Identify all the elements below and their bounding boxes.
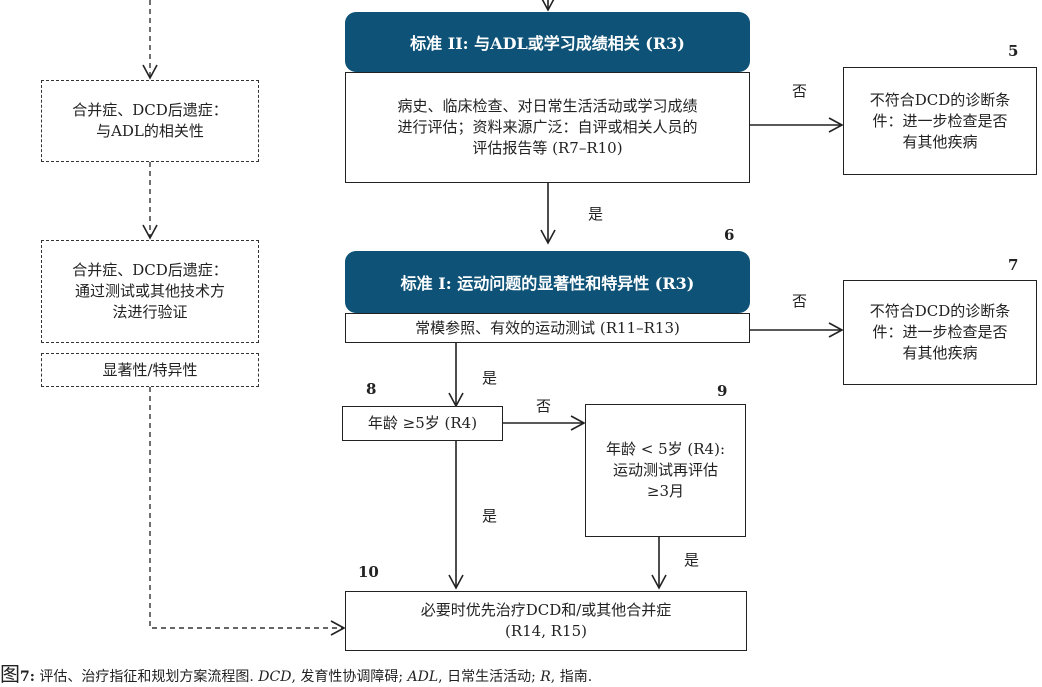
- age-under-5-box: 年龄 < 5岁 (R4): 运动测试再评估 ≥3月: [585, 404, 746, 537]
- caption-abbr-adl: ADL: [407, 669, 439, 685]
- treatment-box: 必要时优先治疗DCD和/或其他合并症 (R14, R15): [345, 591, 747, 651]
- caption-number: 7:: [20, 669, 35, 685]
- criterion-1-header: 标准 I: 运动问题的显著性和特异性 (R3): [345, 251, 750, 313]
- criterion-2-header: 标准 II: 与ADL或学习成绩相关 (R3): [345, 12, 750, 72]
- caption-text-2: , 发育性协调障碍;: [291, 669, 408, 685]
- caption-abbr-dcd: DCD: [258, 669, 292, 685]
- step-number-10: 10: [358, 563, 379, 581]
- label-yes-crit1: 是: [482, 369, 498, 387]
- left-box-adl-relevance: 合并症、DCD后遗症： 与ADL的相关性: [41, 80, 259, 162]
- criterion-2-body: 病史、临床检查、对日常生活活动或学习成绩 进行评估；资料来源广泛：自评或相关人员…: [345, 72, 750, 183]
- label-no-crit2: 否: [792, 82, 808, 100]
- figure-caption: 图7: 评估、治疗指征和规划方案流程图. DCD, 发育性协调障碍; ADL, …: [0, 658, 592, 687]
- caption-text-4: , 指南.: [550, 669, 593, 685]
- left-box-verification: 合并症、DCD后遗症： 通过测试或其他技术方 法进行验证: [41, 240, 259, 343]
- age-check-box: 年龄 ≥5岁 (R4): [342, 406, 503, 441]
- left-box-significance: 显著性/特异性: [41, 353, 259, 387]
- step-number-8: 8: [366, 380, 377, 398]
- caption-abbr-r: R: [540, 669, 551, 685]
- step-number-6: 6: [724, 226, 735, 244]
- caption-text-1: 评估、治疗指征和规划方案流程图.: [34, 669, 259, 685]
- outcome-5-box: 不符合DCD的诊断条 件：进一步检查是否 有其他疾病: [843, 67, 1037, 175]
- criterion-1-body: 常模参照、有效的运动测试 (R11–R13): [345, 313, 750, 343]
- label-yes-under5: 是: [684, 551, 700, 569]
- label-yes-crit2: 是: [588, 205, 604, 223]
- caption-text-3: , 日常生活活动;: [438, 669, 541, 685]
- step-number-9: 9: [717, 382, 728, 400]
- caption-fig: 图: [0, 662, 20, 686]
- step-number-5: 5: [1008, 42, 1019, 60]
- outcome-7-box: 不符合DCD的诊断条 件：进一步检查是否 有其他疾病: [843, 280, 1037, 385]
- dashed-arrow-left-to-treatment: [149, 387, 346, 636]
- label-no-age: 否: [536, 397, 552, 415]
- label-no-crit1: 否: [792, 292, 808, 310]
- label-yes-age: 是: [482, 507, 498, 525]
- step-number-7: 7: [1008, 256, 1019, 274]
